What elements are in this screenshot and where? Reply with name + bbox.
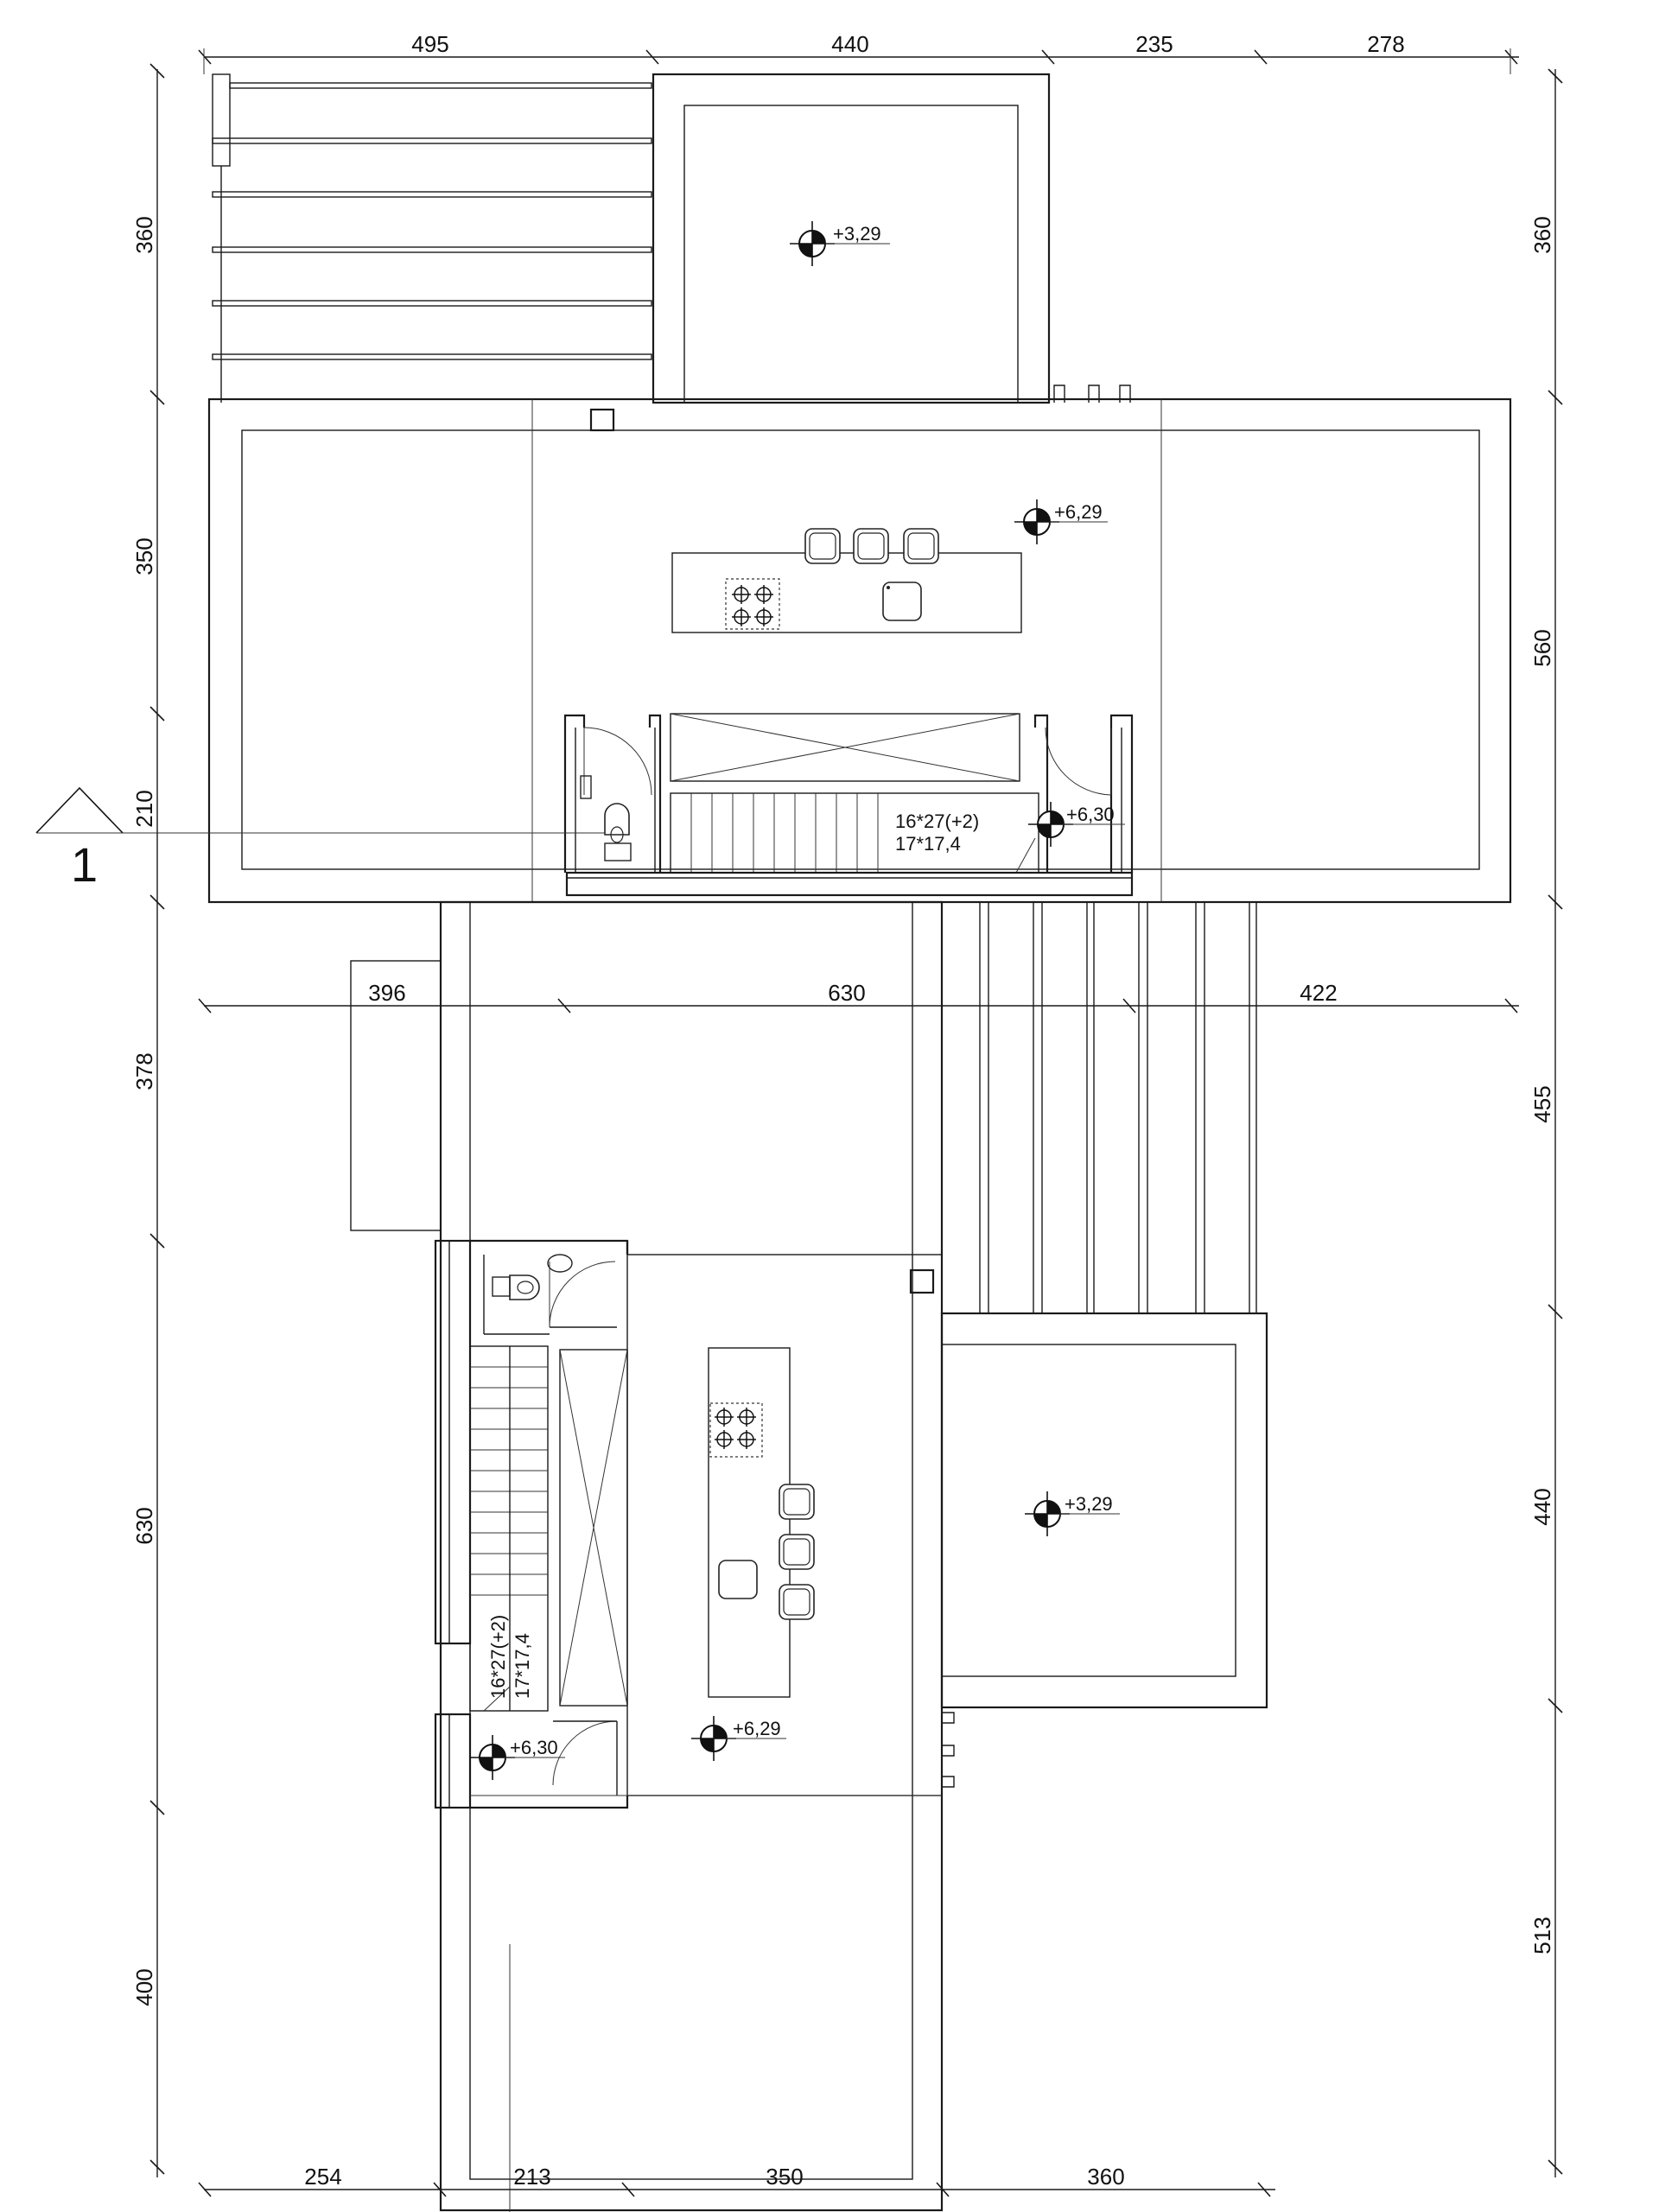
bar-stools-lower — [779, 1484, 815, 1620]
dim-left-4: 378 — [131, 1052, 157, 1090]
stair-note-lower-1: 16*27(+2) — [487, 1615, 509, 1699]
kitchen-island-lower — [708, 1347, 791, 1698]
section-mark: 1 — [35, 786, 605, 892]
stair-note-upper-2: 17*17,4 — [895, 833, 961, 855]
dim-bottom-1: 254 — [304, 2164, 341, 2190]
level-label-upper-terrace: +3,29 — [833, 223, 881, 245]
lower-block: +3,29 +6,29 — [350, 900, 1268, 2212]
upper-block: +3,29 +6,29 — [207, 73, 1512, 904]
level-label-lower-stair: +6,30 — [510, 1737, 558, 1758]
dim-mid-3: 422 — [1300, 980, 1337, 1006]
dimensions-right: 360 560 455 440 513 — [1529, 68, 1563, 2177]
column-lower — [909, 1268, 935, 1294]
top-terrace — [652, 73, 1051, 404]
dimensions-middle: 396 630 422 — [198, 980, 1519, 1014]
level-label-upper-stair: +6,30 — [1066, 804, 1115, 825]
stair-core-upper — [563, 713, 1134, 897]
dimensions-left: 360 350 210 378 630 400 — [131, 63, 165, 2177]
dim-left-5: 630 — [131, 1507, 157, 1544]
stair-note-lower-2: 17*17,4 — [512, 1633, 533, 1699]
section-label: 1 — [71, 837, 98, 892]
dim-mid-1: 396 — [368, 980, 405, 1006]
side-annex — [350, 960, 442, 1231]
stair-note-upper-1: 16*27(+2) — [895, 810, 979, 832]
level-label-lower-kitchen: +6,29 — [733, 1718, 781, 1739]
level-label-lower-terrace: +3,29 — [1065, 1493, 1113, 1515]
kitchen-island-upper — [671, 552, 1022, 633]
level-label-upper-kitchen: +6,29 — [1054, 501, 1103, 523]
upper-slab-outline — [207, 397, 1512, 904]
dim-left-1: 360 — [131, 216, 157, 253]
stair-core-lower — [434, 1239, 629, 1809]
dim-mid-2: 630 — [828, 980, 865, 1006]
dim-right-3: 455 — [1529, 1085, 1555, 1122]
bar-stools-upper — [804, 528, 939, 564]
dim-top-2: 440 — [831, 31, 868, 57]
dimensions-top: 495 440 235 278 — [198, 31, 1519, 74]
dim-bottom-3: 350 — [766, 2164, 803, 2190]
dim-bottom-2: 213 — [513, 2164, 550, 2190]
dim-right-4: 440 — [1529, 1488, 1555, 1525]
dim-top-3: 235 — [1135, 31, 1173, 57]
dim-top-4: 278 — [1367, 31, 1404, 57]
dimensions-bottom: 254 213 350 360 — [198, 2164, 1275, 2212]
dim-right-5: 513 — [1529, 1916, 1555, 1954]
dim-right-1: 360 — [1529, 216, 1555, 253]
pergola — [212, 73, 652, 403]
column-upper — [589, 408, 615, 432]
pergola-lower — [941, 902, 1257, 1313]
dim-top-1: 495 — [411, 31, 448, 57]
dim-left-3: 210 — [131, 790, 157, 827]
dim-left-6: 400 — [131, 1968, 157, 2005]
dim-left-2: 350 — [131, 537, 157, 575]
dim-bottom-4: 360 — [1087, 2164, 1124, 2190]
lower-footprint — [439, 900, 944, 2212]
dim-right-2: 560 — [1529, 629, 1555, 666]
